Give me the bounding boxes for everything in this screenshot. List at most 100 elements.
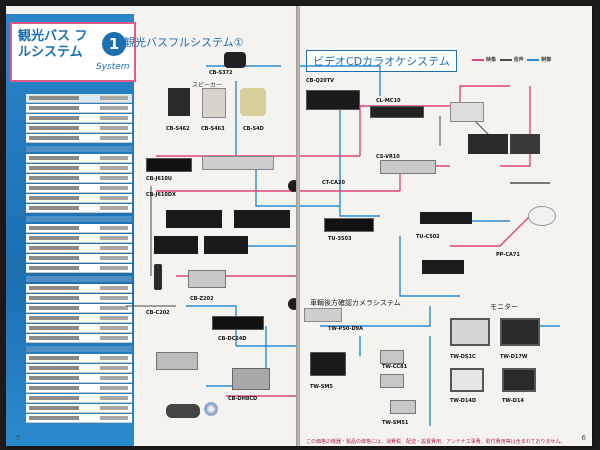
table-row [26, 294, 132, 303]
page-number-right: 6 [581, 434, 586, 442]
table-row [26, 174, 132, 183]
table-row [26, 244, 132, 253]
monitor-b-code: TW-D17W [500, 354, 528, 360]
table-row [26, 184, 132, 193]
table-section-bar [26, 346, 132, 352]
speaker-a-icon [168, 88, 190, 116]
satellite-dish-icon [528, 206, 556, 226]
table-row [26, 374, 132, 383]
power-amp-2-icon [234, 210, 290, 228]
speaker-c-code: CB-S4D [243, 126, 264, 132]
monitor-a-icon [450, 318, 490, 346]
rear-camera-monitor-icon [310, 352, 346, 376]
table-row [26, 264, 132, 273]
table-row [26, 194, 132, 203]
speaker-b-icon [202, 88, 226, 118]
table-row [26, 134, 132, 143]
binder-hole [288, 298, 298, 310]
table-row [26, 414, 132, 423]
table-row [26, 104, 132, 113]
unit-code: CS-VR10 [376, 154, 400, 160]
table-row [26, 154, 132, 163]
power-amp-3-icon [154, 236, 198, 254]
table-row [26, 324, 132, 333]
monitor-c-icon [450, 368, 484, 392]
legend-control-swatch [527, 58, 540, 61]
karaoke-unit-icon [370, 106, 424, 118]
cd-disc-icon [204, 402, 218, 416]
monitor-a-code: TW-DS1C [450, 354, 476, 360]
disc-player-icon [422, 260, 464, 274]
monitor-d-icon [502, 368, 536, 392]
legend-control: 制御 [541, 57, 552, 63]
karaoke-code: CL-MC10 [376, 98, 401, 104]
power-amp-4-icon [204, 236, 248, 254]
deck-icon [156, 352, 198, 370]
table-row [26, 254, 132, 263]
power-amp-1-icon [166, 210, 222, 228]
monitor-c-code: TW-D14D [450, 398, 477, 404]
table-row [26, 284, 132, 293]
table-row [26, 164, 132, 173]
speaker-top-icon [224, 52, 246, 68]
tv-tuner-code: TU-C502 [416, 234, 440, 240]
switch-box-icon [380, 160, 436, 174]
page-number-left: 5 [16, 434, 21, 442]
page-title: 観光バス フルシステム [18, 29, 88, 60]
camera-controller-icon [304, 308, 342, 322]
tuner-code: CB-DC24D [218, 336, 247, 342]
remote-code: CB-C202 [146, 310, 170, 316]
camera-a-code: TW-SM5 [310, 384, 333, 390]
footer-disclaimer: この価格の機器・製品の価格には、消費税、配送・設置費用、アンテナ工事費、取付費用… [306, 439, 566, 445]
title-number-badge: 1 [102, 32, 126, 56]
player-code: CB-Z202 [190, 296, 214, 302]
table-row [26, 394, 132, 403]
table-row [26, 354, 132, 363]
disc-code: CB-DH8CD [228, 396, 258, 402]
table-row [26, 304, 132, 313]
table-row [26, 224, 132, 233]
legend: 映像 音声 制御 [470, 56, 551, 63]
camera-c-code: TW-SM51 [382, 420, 409, 426]
disc-unit-icon [232, 368, 270, 390]
binder-hole [288, 180, 298, 192]
mixer-unit-icon [306, 90, 360, 110]
monitor-title: モニター [490, 303, 518, 311]
legend-audio: 音声 [513, 57, 524, 63]
spec-table [26, 94, 132, 424]
camera-b-code: TW-CC81 [382, 364, 408, 370]
legend-audio-swatch [499, 58, 512, 61]
right-page: ビデオCDカラオケシステム 映像 音声 制御 CB-Q20TV CL-MC10 … [300, 6, 592, 446]
table-row [26, 234, 132, 243]
portable-player-icon [166, 404, 200, 418]
title-subtitle: System [96, 62, 130, 72]
table-section-bar [26, 216, 132, 222]
table-row [26, 334, 132, 343]
amp2-code: CB-J610DX [146, 192, 176, 198]
amp-display-icon [146, 158, 192, 172]
legend-video: 映像 [486, 57, 497, 63]
speaker-label: スピーカー [192, 82, 223, 89]
table-row [26, 384, 132, 393]
camera-system-title: 車輌後方確認カメラシステム [310, 299, 401, 307]
amp1-code: CB-J610U [146, 176, 172, 182]
left-page: 観光バス フルシステム 1 System [6, 6, 298, 446]
speaker-b-code: CB-S463 [201, 126, 225, 132]
speaker-a-code: CB-S462 [166, 126, 190, 132]
vcd-code: TU-3503 [328, 236, 352, 242]
camera-c-icon [390, 400, 416, 414]
table-row [26, 204, 132, 213]
speaker-c-icon [240, 88, 266, 116]
disc-player-code: PP-CA71 [496, 252, 520, 258]
antenna-icon [510, 182, 550, 184]
table-row [26, 314, 132, 323]
camera-system-code: TW-P50-D9A [328, 326, 363, 332]
table-row [26, 114, 132, 123]
camera-b-icon [380, 374, 404, 388]
amp-panel-icon [202, 156, 274, 170]
tv-tuner-icon [420, 212, 472, 224]
table-section-bar [26, 146, 132, 152]
book-spine [296, 6, 302, 446]
camera-a-icon [380, 350, 404, 364]
